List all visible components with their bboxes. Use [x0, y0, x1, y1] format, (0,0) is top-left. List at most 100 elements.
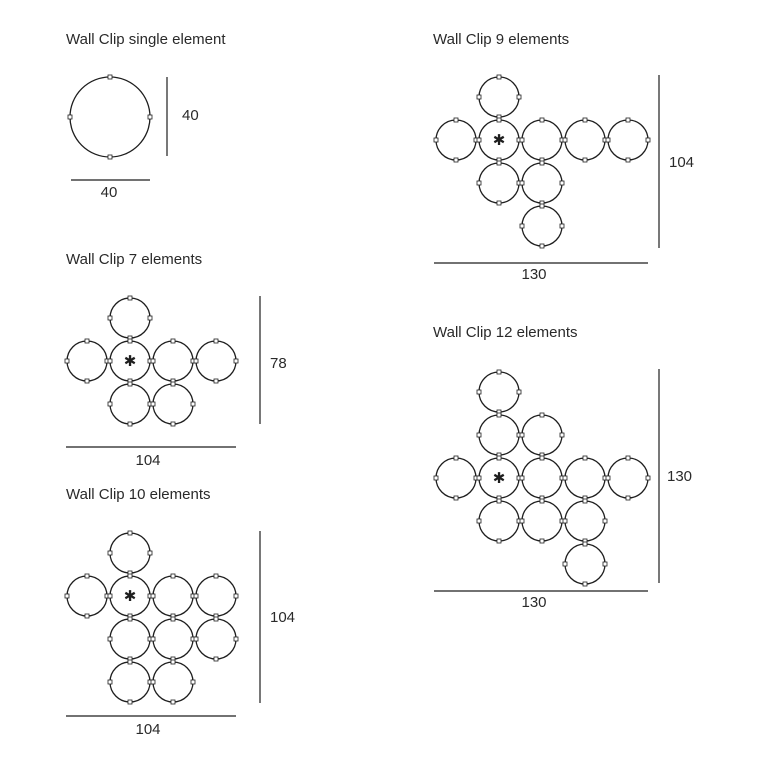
- twelve-circle-4-clip-left: [433, 475, 439, 481]
- seven-circle-7: [152, 383, 194, 425]
- nine-circle-8: [521, 162, 563, 204]
- ten-circle-7-clip-top: [170, 616, 176, 622]
- nine-circle-2-clip-top: [453, 117, 459, 123]
- title-single: Wall Clip single element: [66, 31, 226, 48]
- seven-circle-2-clip-bottom: [84, 378, 90, 384]
- seven-circle-6-clip-bottom: [127, 421, 133, 427]
- seven-circle-2-clip-top: [84, 338, 90, 344]
- nine-circle-6-clip-bottom: [625, 157, 631, 163]
- nine-circle-9-clip-right: [559, 223, 565, 229]
- twelve-circle-11-clip-right: [602, 518, 608, 524]
- twelve-center-marker: ✱: [493, 469, 506, 487]
- nine-circle-8-clip-right: [559, 180, 565, 186]
- nine-circle-9: [521, 205, 563, 247]
- seven-circle-5-clip-top: [213, 338, 219, 344]
- ten-circle-7-clip-left: [150, 636, 156, 642]
- twelve-circle-3-clip-top: [539, 412, 545, 418]
- ten-circle-6: [109, 618, 151, 660]
- seven-circle-3-clip-top: [127, 338, 133, 344]
- twelve-circle-12-clip-right: [602, 561, 608, 567]
- seven-circle-3-clip-left: [107, 358, 113, 364]
- ten-circle-2-clip-bottom: [84, 613, 90, 619]
- ten-circle-10-clip-bottom: [170, 699, 176, 705]
- nine-circle-9-clip-bottom: [539, 243, 545, 249]
- single-element-circle-clip-right: [147, 114, 153, 120]
- twelve-circle-9-clip-top: [496, 498, 502, 504]
- ten-circle-5: [195, 575, 237, 617]
- nine-circle-9-clip-top: [539, 203, 545, 209]
- ten-circle-10-clip-right: [190, 679, 196, 685]
- twelve-circle-9-clip-left: [476, 518, 482, 524]
- width-label-single: 40: [100, 184, 118, 201]
- seven-circle-7-clip-bottom: [170, 421, 176, 427]
- seven-circle-7-clip-top: [170, 381, 176, 387]
- twelve-circle-2: [478, 414, 520, 456]
- twelve-circle-11-clip-left: [562, 518, 568, 524]
- nine-circle-8-clip-top: [539, 160, 545, 166]
- nine-circle-8-clip-left: [519, 180, 525, 186]
- seven-circle-1-clip-left: [107, 315, 113, 321]
- ten-circle-3-clip-top: [127, 573, 133, 579]
- ten-circle-5-clip-top: [213, 573, 219, 579]
- nine-circle-9-clip-left: [519, 223, 525, 229]
- ten-circle-7: [152, 618, 194, 660]
- width-label-12: 130: [521, 594, 547, 611]
- seven-circle-4-clip-left: [150, 358, 156, 364]
- title-10-elements: Wall Clip 10 elements: [66, 486, 211, 503]
- nine-circle-6-clip-left: [605, 137, 611, 143]
- nine-circle-3-clip-left: [476, 137, 482, 143]
- nine-circle-5-clip-left: [562, 137, 568, 143]
- twelve-circle-10-clip-bottom: [539, 538, 545, 544]
- nine-circle-5-clip-top: [582, 117, 588, 123]
- ten-circle-8-clip-right: [233, 636, 239, 642]
- single-element-circle-clip-bottom: [107, 154, 113, 160]
- twelve-circle-11-clip-top: [582, 498, 588, 504]
- seven-circle-1-clip-top: [127, 295, 133, 301]
- ten-circle-9-clip-left: [107, 679, 113, 685]
- twelve-circle-12-clip-left: [562, 561, 568, 567]
- twelve-circle-10-clip-top: [539, 498, 545, 504]
- seven-circle-7-clip-left: [150, 401, 156, 407]
- twelve-circle-3-clip-left: [519, 432, 525, 438]
- twelve-circle-1-clip-top: [496, 369, 502, 375]
- seven-circle-5-clip-left: [193, 358, 199, 364]
- nine-circle-6-clip-top: [625, 117, 631, 123]
- nine-circle-2-clip-bottom: [453, 157, 459, 163]
- twelve-circle-7-clip-left: [562, 475, 568, 481]
- height-label-9: 104: [669, 154, 695, 171]
- twelve-circle-3-clip-right: [559, 432, 565, 438]
- ten-circle-1: [109, 532, 151, 574]
- width-label-7: 104: [135, 452, 161, 469]
- nine-circle-2: [435, 119, 477, 161]
- twelve-circle-8-clip-top: [625, 455, 631, 461]
- nine-circle-7: [478, 162, 520, 204]
- twelve-circle-9-clip-bottom: [496, 538, 502, 544]
- twelve-circle-10: [521, 500, 563, 542]
- twelve-circle-1: [478, 371, 520, 413]
- seven-circle-2: [66, 340, 108, 382]
- twelve-circle-9: [478, 500, 520, 542]
- height-label-12: 130: [667, 468, 693, 485]
- nine-circle-6: [607, 119, 649, 161]
- seven-center-marker: ✱: [124, 352, 137, 370]
- seven-circle-2-clip-left: [64, 358, 70, 364]
- height-label-7: 78: [270, 355, 287, 372]
- ten-circle-8-clip-bottom: [213, 656, 219, 662]
- ten-circle-10-clip-left: [150, 679, 156, 685]
- twelve-circle-8: [607, 457, 649, 499]
- nine-circle-1-clip-right: [516, 94, 522, 100]
- nine-circle-3-clip-top: [496, 117, 502, 123]
- ten-circle-6-clip-top: [127, 616, 133, 622]
- ten-circle-2-clip-top: [84, 573, 90, 579]
- twelve-circle-10-clip-left: [519, 518, 525, 524]
- nine-circle-4-clip-top: [539, 117, 545, 123]
- ten-circle-1-clip-left: [107, 550, 113, 556]
- twelve-circle-8-clip-bottom: [625, 495, 631, 501]
- twelve-circle-12-clip-bottom: [582, 581, 588, 587]
- twelve-circle-6: [521, 457, 563, 499]
- ten-circle-5-clip-left: [193, 593, 199, 599]
- ten-center-marker: ✱: [124, 587, 137, 605]
- nine-circle-7-clip-bottom: [496, 200, 502, 206]
- ten-circle-10: [152, 661, 194, 703]
- seven-circle-5-clip-right: [233, 358, 239, 364]
